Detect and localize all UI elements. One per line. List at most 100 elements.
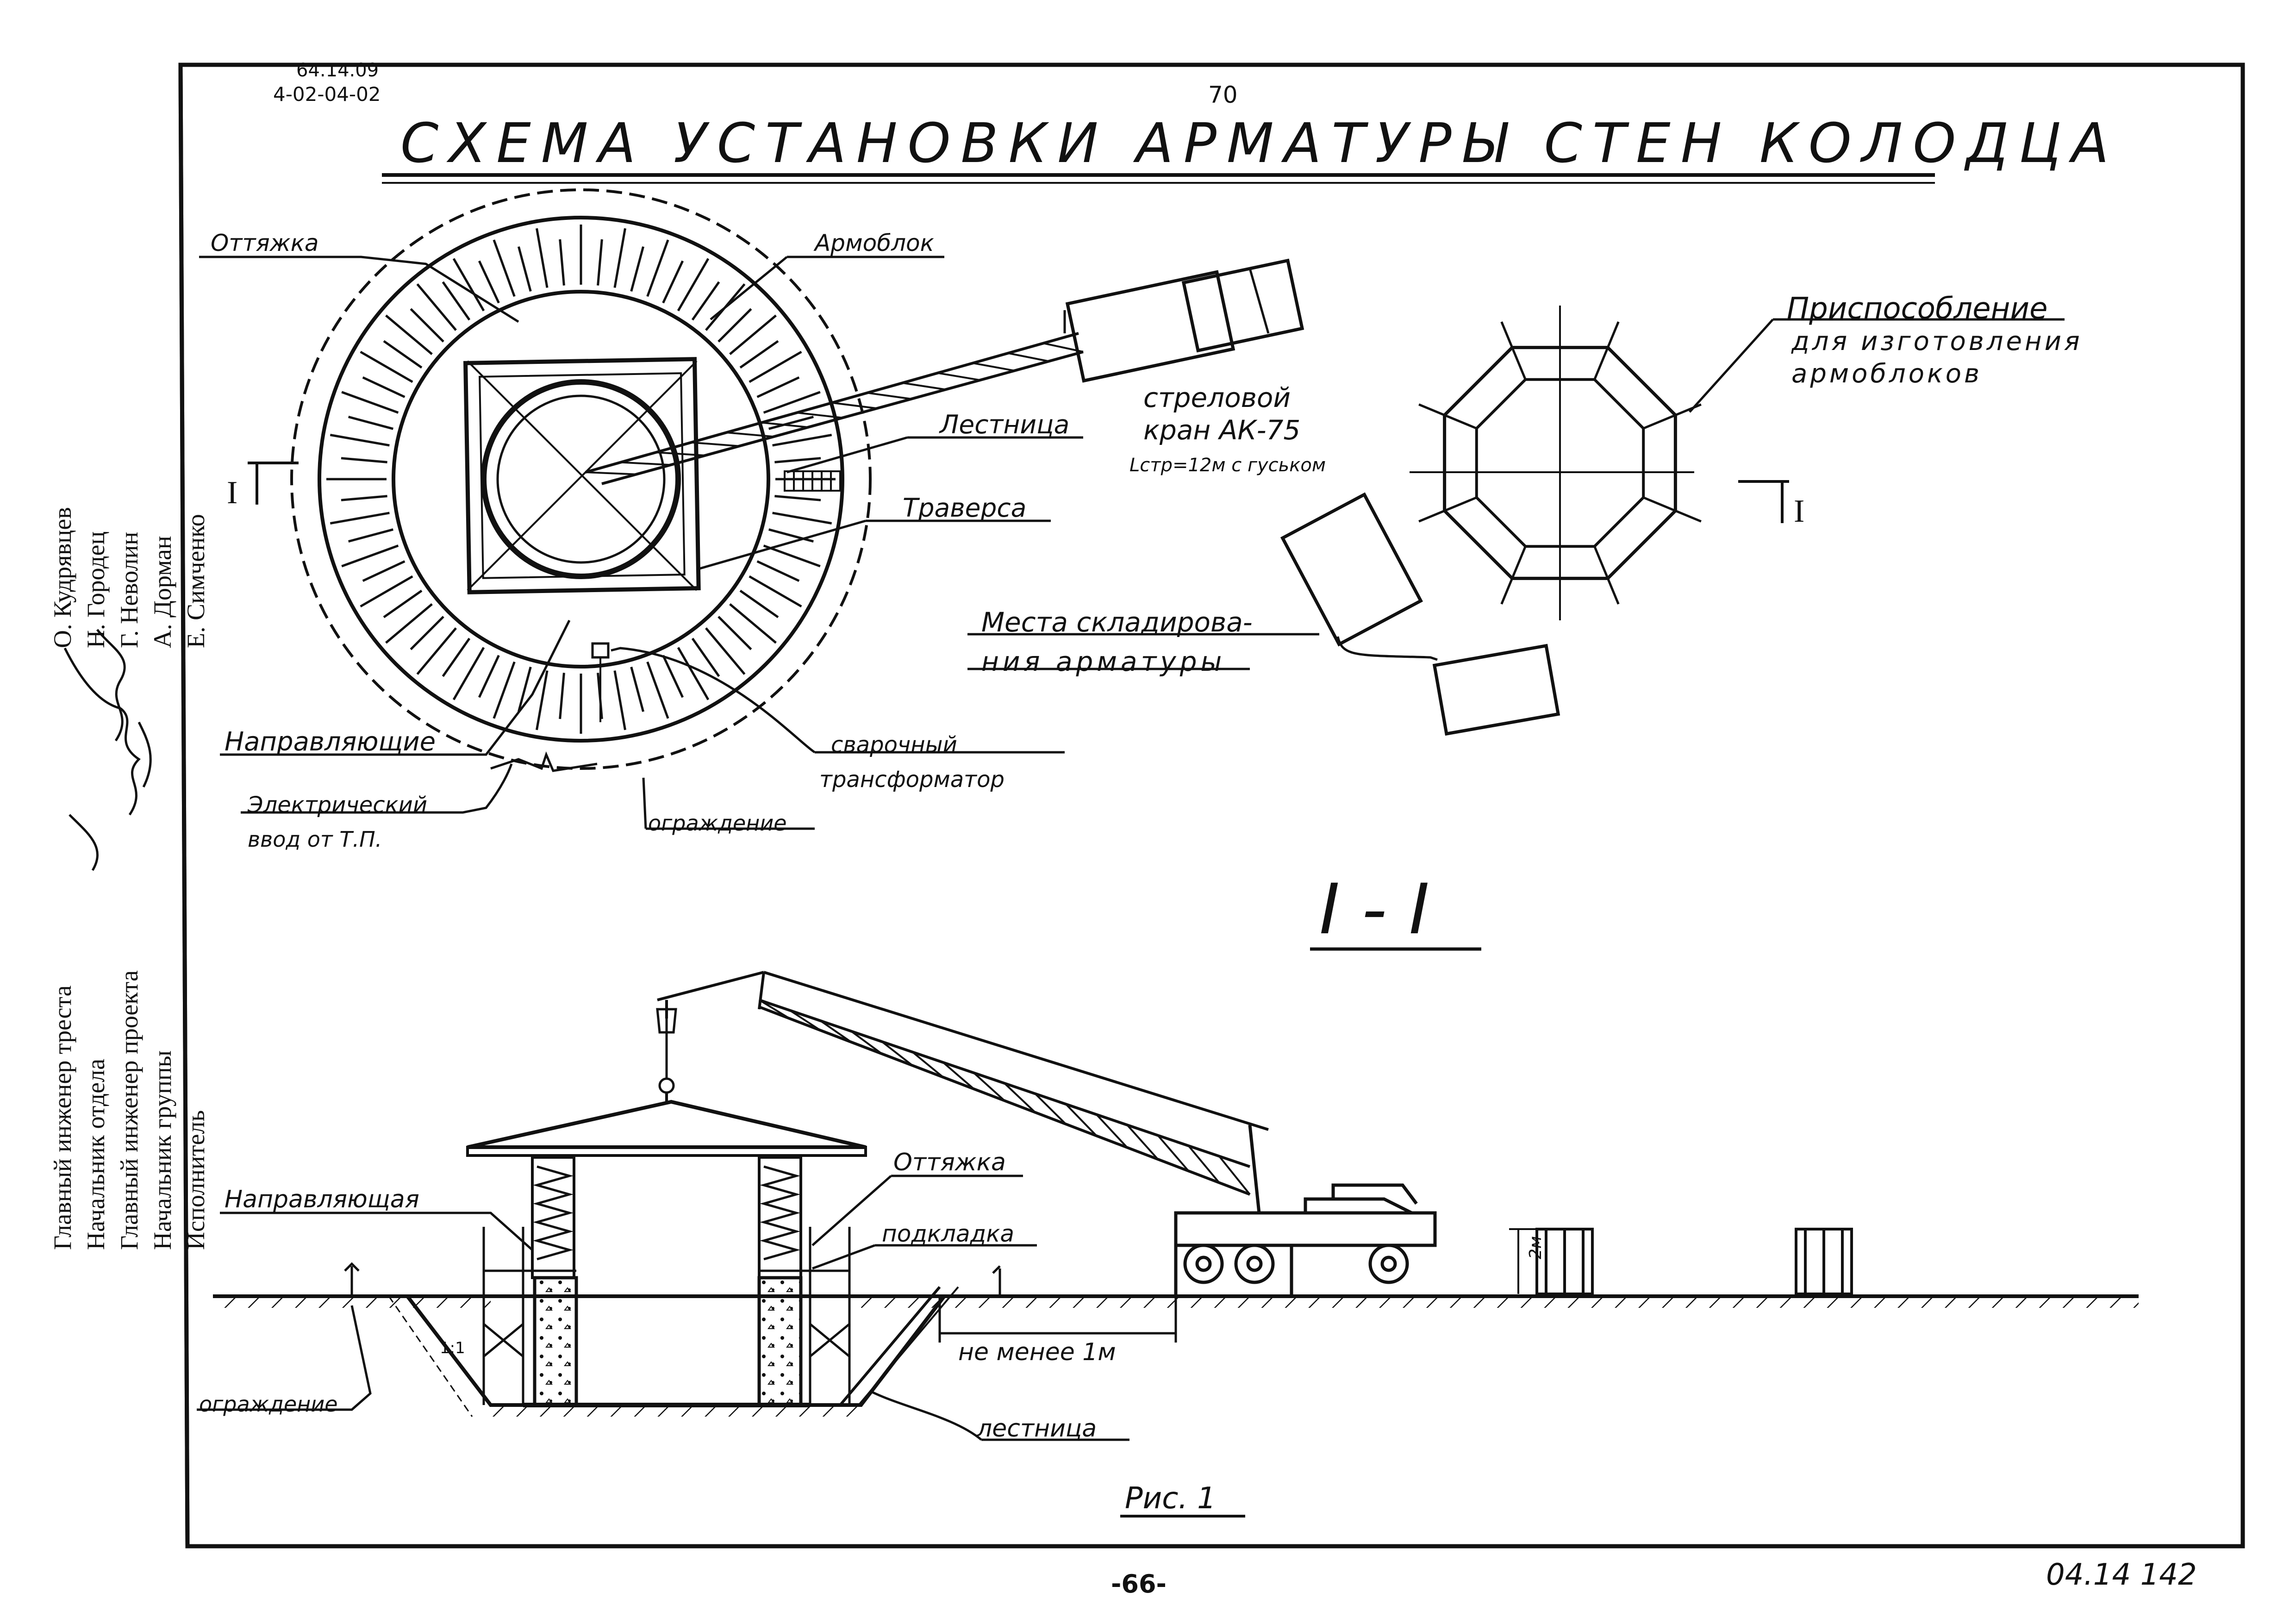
armoblock-segment [341, 391, 399, 414]
section-mark-left: I [227, 475, 238, 511]
label-storage-line-1: Места складирова- [981, 606, 1253, 638]
boom-lattice-member [973, 1072, 1005, 1101]
title-underline [382, 173, 1935, 184]
armoblock-segment [630, 667, 645, 712]
armoblock-segment [691, 637, 720, 677]
label-ottyazhka-plan: Оттяжка [211, 230, 319, 256]
approval-stamp: Главный инженер треста Начальник отдела … [49, 507, 226, 1250]
armoblock-segment [410, 308, 444, 343]
armoblock-segment [756, 376, 800, 398]
label-ne-menee: не менее 1м [958, 1338, 1116, 1366]
stamp-name-2: Н. Городец [82, 531, 110, 648]
well-shaft-inner [496, 394, 666, 564]
label-jig-line-3: армоблоков [1791, 359, 1983, 389]
label-ottyazhka-section: Оттяжка [893, 1149, 1006, 1176]
armoblock-segment [772, 512, 832, 525]
stamp-name-1: О. Кудрявцев [49, 507, 76, 648]
jig-spoke [1418, 496, 1477, 523]
armoblock-segment [348, 415, 393, 430]
boom-lattice-member [973, 362, 1015, 372]
armoblock-segment [662, 655, 684, 698]
label-napravlyayushchaya: Направляющая [225, 1186, 419, 1213]
label-slope: 1:1 [440, 1339, 465, 1357]
section-marks [248, 462, 1789, 523]
figure-caption: Рис. 1 [1125, 1481, 1216, 1516]
jig-spoke [1593, 546, 1620, 605]
archive-code: 04.14 142 [2046, 1558, 2197, 1592]
boom-lattice-member [726, 431, 774, 438]
armoblock-segment [646, 239, 669, 297]
boom-lattice-member [937, 372, 980, 381]
armoblock-segment [416, 627, 457, 675]
armoblock-segment [341, 495, 387, 501]
armoblock-segment [772, 434, 832, 447]
welding-transformer-plan [591, 642, 610, 659]
armoblock-segment [341, 544, 399, 568]
armoblock-segment [729, 603, 777, 644]
armoblock-segment [517, 667, 532, 712]
armoblock-jig [1410, 306, 1702, 620]
jig-spoke [1593, 321, 1620, 380]
armoblock-segment [383, 340, 423, 369]
armoblock-segment [768, 528, 814, 543]
armoblock-segment [646, 661, 669, 719]
stamp-name-3: Г. Неволин [115, 531, 143, 648]
armoblock-segment [718, 616, 752, 650]
armoblock-segment [559, 239, 565, 286]
traverse [467, 1099, 866, 1149]
stamp-role-2: Начальник отдела [82, 1058, 110, 1250]
armoblock-segment [478, 655, 500, 698]
armoblock-segment [718, 308, 752, 343]
boom-lattice-member [620, 461, 671, 466]
stamp-role-4: Начальник группы [149, 1050, 176, 1250]
well-wall-left [533, 1276, 578, 1407]
boom-lattice-member [797, 412, 843, 419]
armoblock-segment [517, 246, 532, 292]
armoblock-segment [410, 616, 444, 650]
jig-spoke [1500, 321, 1527, 380]
armoblock-segment [416, 283, 457, 331]
label-podkladka: подкладка [882, 1220, 1015, 1247]
boom-lattice-member [1096, 1114, 1128, 1149]
armoblock-segment [330, 512, 390, 525]
boom-lattice-member [789, 1009, 821, 1031]
armoblock-segment [763, 544, 821, 568]
boom-lattice-member [1218, 1156, 1251, 1195]
armoblock-segment [536, 670, 549, 731]
armoblock-segment [478, 260, 500, 304]
jig-spoke [1500, 546, 1527, 605]
armoblock-segment [442, 637, 471, 677]
armoblock-segment [768, 415, 814, 430]
armoblock-segment [774, 457, 821, 463]
well-plan [290, 188, 872, 772]
armoblock-segment [749, 350, 802, 383]
armoblock-segment [362, 376, 406, 398]
armoblock-segment [763, 391, 821, 414]
boom-lattice-member [1034, 1093, 1067, 1125]
sheet-frame [178, 62, 2245, 1549]
boom-lattice-member [1157, 1135, 1190, 1172]
well-shaft-outer [481, 379, 681, 579]
label-ograzhdenie-plan: ограждение [648, 811, 787, 836]
section-title: I - I [1319, 869, 1429, 950]
boom-lattice-member [761, 421, 808, 428]
armoblock-segment [452, 258, 485, 312]
section-mark-right: I [1794, 493, 1805, 529]
armoblock-segment [383, 589, 423, 618]
armoblock-segments [326, 225, 836, 734]
armoblock-segment [729, 314, 777, 355]
boom-lattice-member [1004, 1082, 1036, 1113]
crane-truck [1174, 1124, 1437, 1296]
plan-leaders [199, 256, 2065, 830]
stored-armoblocks [1509, 1228, 1853, 1295]
label-crane-line-2: кран АК-75 [1143, 414, 1301, 446]
doc-code: 4-02-04-02 [273, 83, 381, 106]
crane-plan [585, 258, 1304, 485]
well-wall-right [757, 1276, 803, 1407]
armoblock-segment [677, 258, 710, 312]
armoblock-segment [559, 673, 565, 719]
label-lestnitsa-section: лестница [977, 1415, 1097, 1443]
armoblock-segment [536, 228, 549, 288]
boom-lattice-member [585, 471, 636, 475]
